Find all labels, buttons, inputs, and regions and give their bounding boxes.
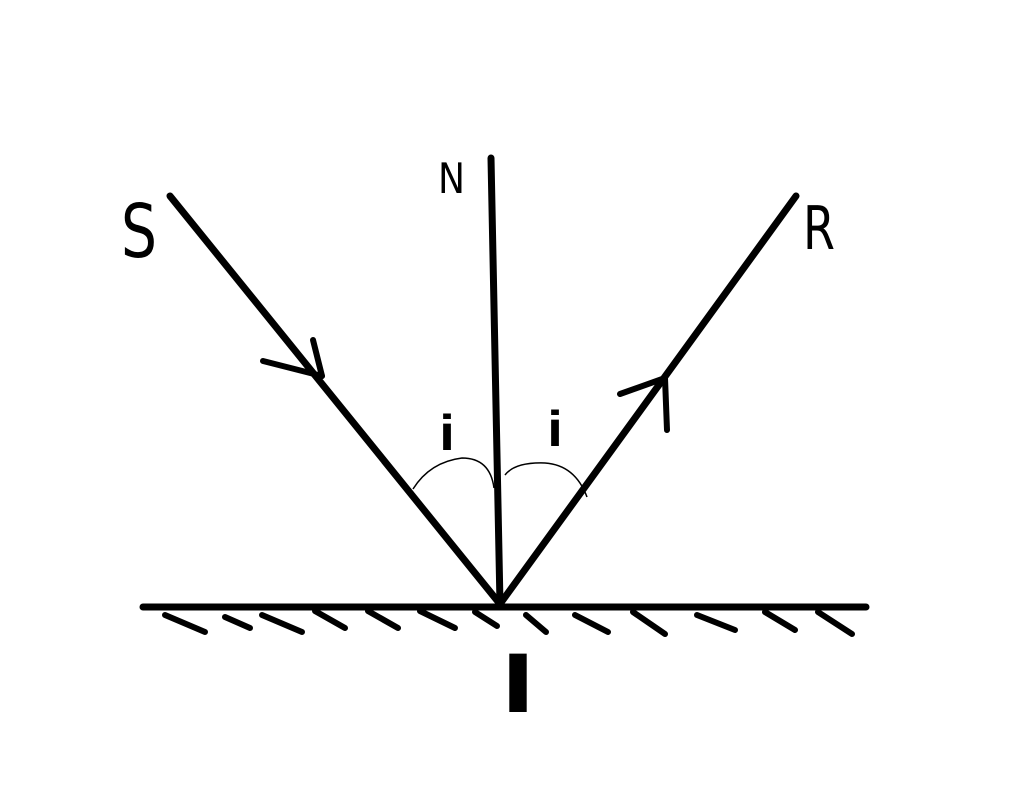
reflected-arrowhead	[617, 375, 670, 433]
label-normal: N	[438, 154, 465, 203]
label-incident-angle: i	[435, 406, 459, 462]
label-incidence-point: I	[492, 638, 544, 731]
incident-ray	[166, 192, 504, 608]
label-source: S	[121, 189, 157, 275]
incident-arrowhead	[260, 337, 325, 379]
label-reflected-angle: i	[543, 402, 567, 458]
incident-angle-arc	[412, 457, 495, 490]
label-reflected: R	[803, 194, 835, 264]
normal-line	[487, 154, 504, 608]
reflected-ray	[496, 192, 800, 608]
mirror-hatching	[162, 608, 855, 637]
reflected-angle-arc	[504, 462, 588, 498]
